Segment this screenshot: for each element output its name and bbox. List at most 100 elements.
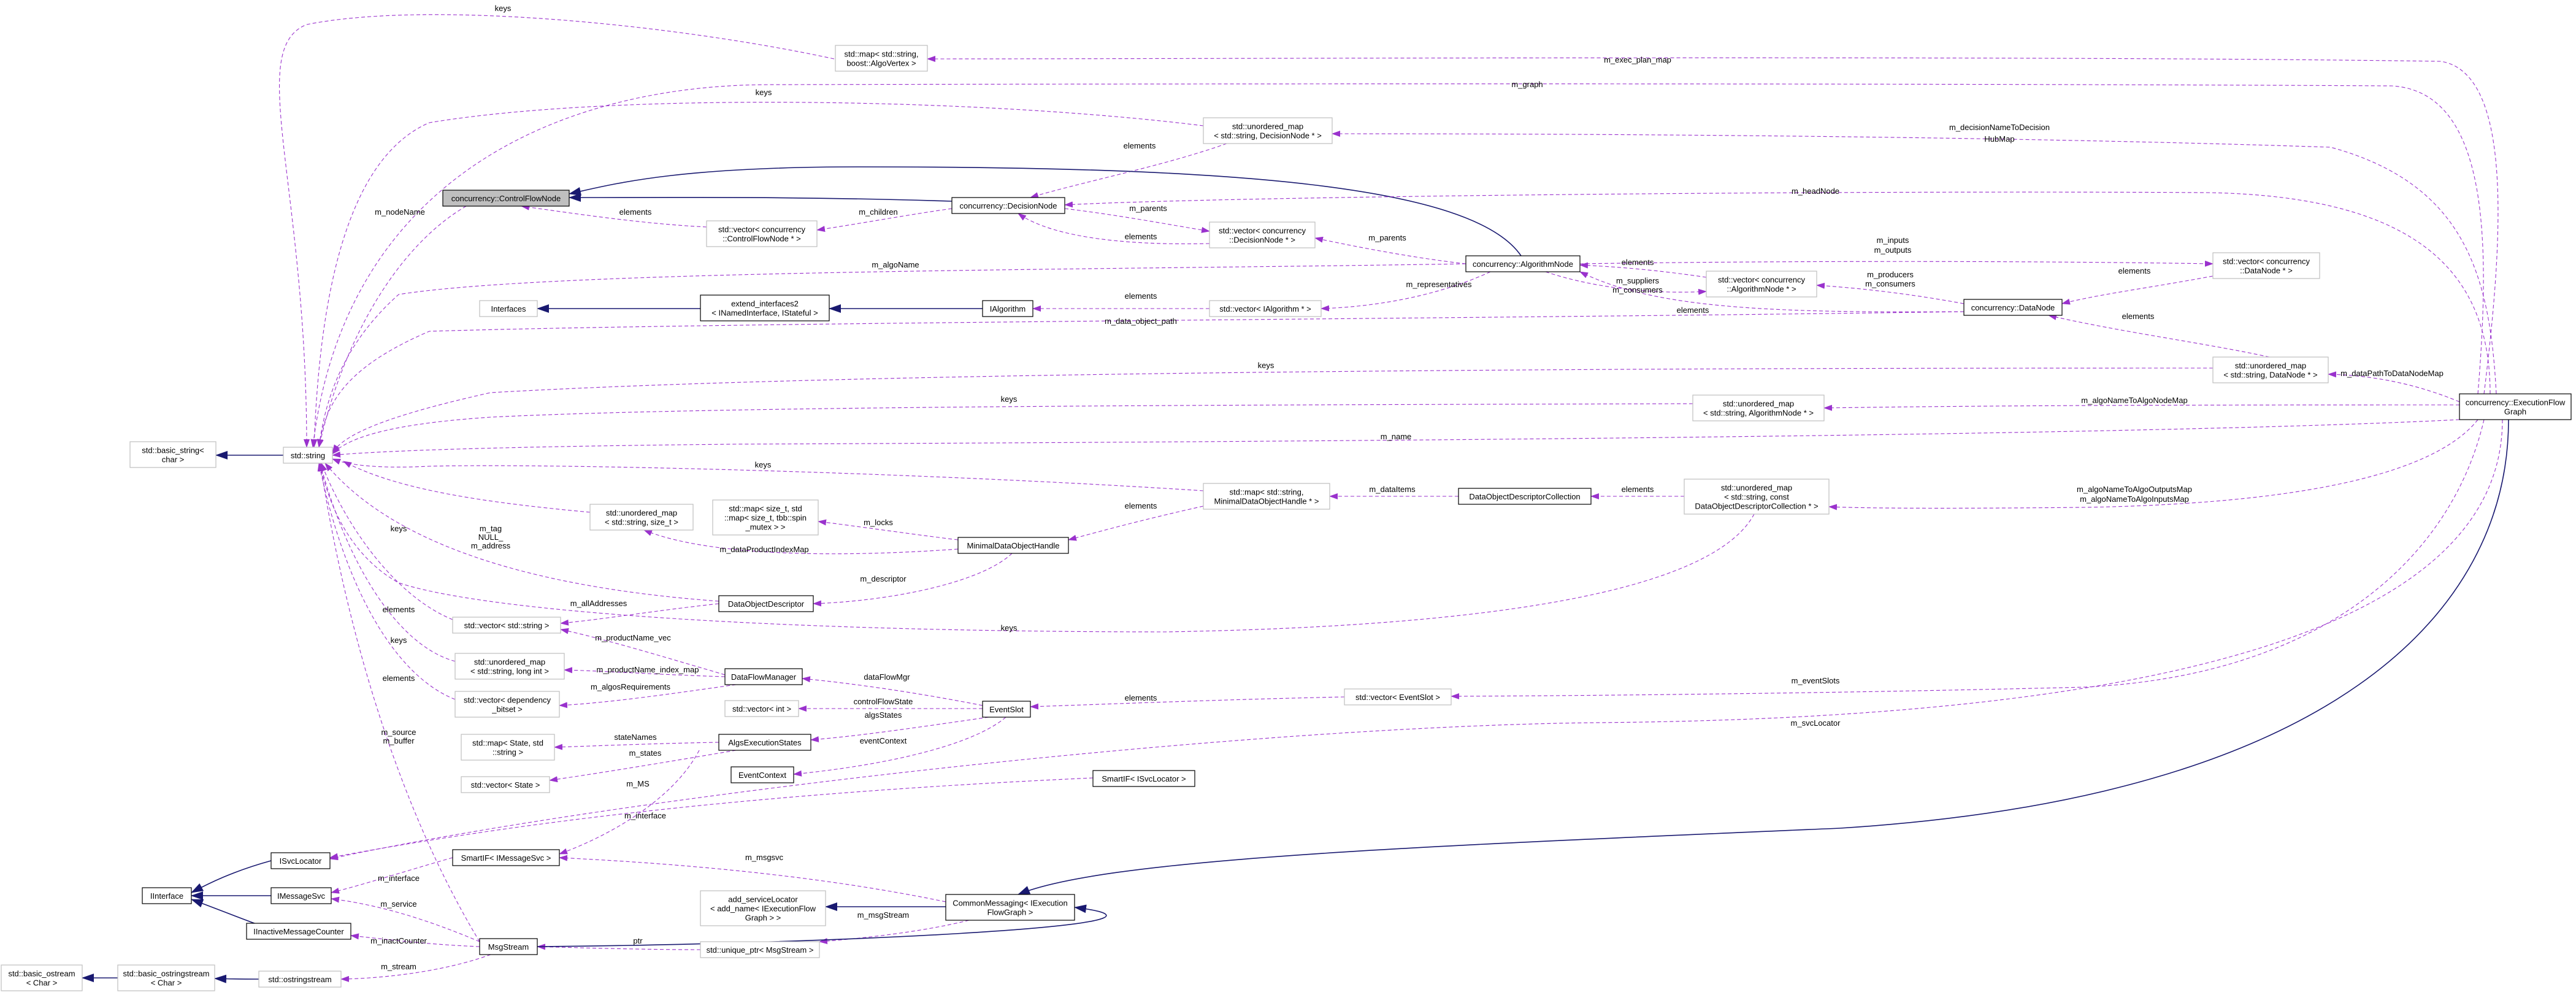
- node-label: ::map< size_t, tbb::spin: [724, 513, 807, 523]
- class-node-basic-ostringstream[interactable]: std::basic_ostringstream< Char >: [117, 964, 215, 991]
- node-label: AlgsExecutionStates: [728, 738, 802, 747]
- class-node-ialgorithm[interactable]: IAlgorithm: [982, 300, 1033, 317]
- class-node-ostringstream[interactable]: std::ostringstream: [258, 971, 342, 988]
- usage-edge-e58: [554, 742, 719, 750]
- usage-edge-e49: [319, 463, 456, 662]
- edge-label: keys: [391, 524, 407, 533]
- class-node-smartif-isvclocator[interactable]: SmartIF< ISvcLocator >: [1092, 770, 1195, 787]
- node-label: concurrency::DataNode: [1971, 303, 2055, 312]
- usage-edge-e14: [1018, 213, 1210, 245]
- class-node-dodcollection[interactable]: DataObjectDescriptorCollection: [1458, 488, 1592, 505]
- class-node-datanode[interactable]: concurrency::DataNode: [1963, 299, 2063, 316]
- node-label: ISvcLocator: [280, 856, 322, 866]
- edge-label: m_children: [859, 207, 898, 217]
- class-node-imessagesvc[interactable]: IMessageSvc: [270, 887, 332, 904]
- inheritance-edge-e8: [569, 166, 1522, 256]
- class-node-eventcontext[interactable]: EventContext: [730, 766, 794, 783]
- node-label: std::unordered_map: [1232, 122, 1303, 131]
- class-node-umap-decisionnode[interactable]: std::unordered_map< std::string, Decisio…: [1203, 117, 1333, 144]
- class-node-vec-decisionnode[interactable]: std::vector< concurrency::DecisionNode *…: [1209, 221, 1316, 248]
- class-node-add-servicelocator[interactable]: add_serviceLocator< add_name< IExecution…: [700, 890, 826, 926]
- usage-edge-e56: [1451, 419, 2485, 699]
- usage-edge-e15: [1314, 236, 1466, 264]
- node-label: < std::string, AlgorithmNode * >: [1703, 409, 1814, 418]
- class-node-vec-algorithmnode[interactable]: std::vector< concurrency::AlgorithmNode …: [1706, 271, 1817, 298]
- class-node-map-state-string[interactable]: std::map< State, std::string >: [461, 734, 555, 761]
- class-node-isvclocator[interactable]: ISvcLocator: [270, 852, 331, 869]
- usage-edge-e10: [317, 206, 467, 448]
- node-box: [246, 923, 351, 940]
- class-node-algsexecutionstates[interactable]: AlgsExecutionStates: [718, 734, 811, 751]
- node-box: [1706, 271, 1817, 298]
- usage-edge-e48: [560, 628, 726, 675]
- node-box: [724, 668, 803, 685]
- class-node-minimaldataobjecthandle[interactable]: MinimalDataObjectHandle: [957, 537, 1069, 554]
- class-node-dataobjectdescriptor[interactable]: DataObjectDescriptor: [718, 595, 814, 612]
- edge-label: elements: [1677, 306, 1709, 315]
- class-node-eventslot[interactable]: EventSlot: [982, 701, 1031, 718]
- class-node-string[interactable]: std::string: [283, 447, 333, 464]
- edge-label: m_states: [629, 748, 662, 758]
- class-node-controlflownode[interactable]: concurrency::ControlFlowNode: [442, 190, 570, 207]
- edge-label: eventContext: [860, 736, 907, 745]
- node-label: < std::string, const: [1724, 493, 1789, 502]
- node-label: std::vector< concurrency: [718, 225, 805, 234]
- class-node-umap-dodcollection[interactable]: std::unordered_map< std::string, constDa…: [1684, 479, 1830, 515]
- usage-edge-e11: [521, 204, 707, 228]
- node-label: < std::string, DecisionNode * >: [1214, 131, 1322, 140]
- edge-label: m_descriptor: [860, 574, 907, 583]
- class-node-map-minimaldataobjecthandle[interactable]: std::map< std::string,MinimalDataObjectH…: [1203, 483, 1330, 510]
- class-node-map-algovertex[interactable]: std::map< std::string,boost::AlgoVertex …: [835, 45, 928, 72]
- class-node-msgstream[interactable]: MsgStream: [479, 938, 538, 955]
- class-node-vec-int[interactable]: std::vector< int >: [724, 700, 799, 717]
- class-node-interfaces[interactable]: Interfaces: [479, 300, 538, 317]
- class-node-smartif-imessagesvc[interactable]: SmartIF< IMessageSvc >: [452, 849, 560, 866]
- class-node-vec-ialgorithm[interactable]: std::vector< IAlgorithm * >: [1209, 300, 1322, 317]
- class-node-basic-ostream[interactable]: std::basic_ostream< Char >: [1, 964, 83, 991]
- class-node-algorithmnode[interactable]: concurrency::AlgorithmNode: [1465, 255, 1581, 272]
- node-label: ::ControlFlowNode * >: [723, 234, 801, 244]
- class-node-vec-state[interactable]: std::vector< State >: [461, 776, 550, 793]
- node-box: [142, 887, 192, 904]
- usage-edge-e72: [350, 933, 480, 947]
- inheritance-edge-e73: [1018, 419, 2509, 895]
- class-node-umap-string-longint[interactable]: std::unordered_map< std::string, long in…: [454, 653, 565, 680]
- class-node-iinterface[interactable]: IInterface: [142, 887, 192, 904]
- node-label: std::vector< dependency: [464, 696, 551, 705]
- node-label: < std::string, size_t >: [605, 518, 678, 527]
- usage-edge-e71: [331, 896, 480, 942]
- edge-label: keys: [1001, 394, 1018, 404]
- class-node-dataflowmanager[interactable]: DataFlowManager: [724, 668, 803, 685]
- class-node-umap-datanode[interactable]: std::unordered_map< std::string, DataNod…: [2212, 356, 2329, 383]
- class-node-decisionnode[interactable]: concurrency::DecisionNode: [951, 197, 1065, 214]
- node-label: std::string: [291, 451, 325, 460]
- edge-label: m_dataProductIndexMap: [719, 545, 808, 554]
- class-node-map-sizet-spinmutex[interactable]: std::map< size_t, std::map< size_t, tbb:…: [712, 499, 819, 536]
- class-node-vec-eventslot[interactable]: std::vector< EventSlot >: [1344, 688, 1452, 706]
- class-node-vec-dependency-bitset[interactable]: std::vector< dependency_bitset >: [454, 691, 560, 718]
- class-node-vec-datanode[interactable]: std::vector< concurrency::DataNode * >: [2212, 252, 2320, 279]
- edge-label: m_address: [471, 541, 511, 550]
- edge-label: m_allAddresses: [570, 599, 627, 608]
- class-node-vec-controlflownode[interactable]: std::vector< concurrency::ControlFlowNod…: [706, 220, 818, 247]
- class-node-umap-string-sizet[interactable]: std::unordered_map< std::string, size_t …: [589, 504, 694, 531]
- class-node-iinactivemessagecounter[interactable]: IInactiveMessageCounter: [246, 923, 351, 940]
- class-node-umap-algorithmnode[interactable]: std::unordered_map< std::string, Algorit…: [1692, 394, 1825, 421]
- class-node-extend-interfaces2[interactable]: extend_interfaces2< INamedInterface, ISt…: [700, 294, 830, 321]
- class-node-basic-string[interactable]: std::basic_string<char >: [129, 441, 217, 468]
- usage-edge-e27: [316, 311, 1965, 448]
- node-box: [1203, 483, 1330, 510]
- edge-label: m_svcLocator: [1791, 718, 1841, 728]
- class-node-vec-string[interactable]: std::vector< std::string >: [452, 617, 561, 634]
- node-box: [982, 300, 1033, 317]
- usage-edge-e28: [2048, 314, 2270, 358]
- usage-edge-e62: [318, 463, 480, 942]
- usage-edge-e12: [816, 208, 953, 233]
- class-node-unique-ptr-msgstream[interactable]: std::unique_ptr< MsgStream >: [700, 941, 820, 958]
- node-label: std::vector< concurrency: [2223, 257, 2310, 266]
- node-label: concurrency::ExecutionFlow: [2466, 398, 2566, 407]
- edge-label: m_stream: [381, 962, 416, 971]
- usage-edge-e4: [311, 102, 1204, 448]
